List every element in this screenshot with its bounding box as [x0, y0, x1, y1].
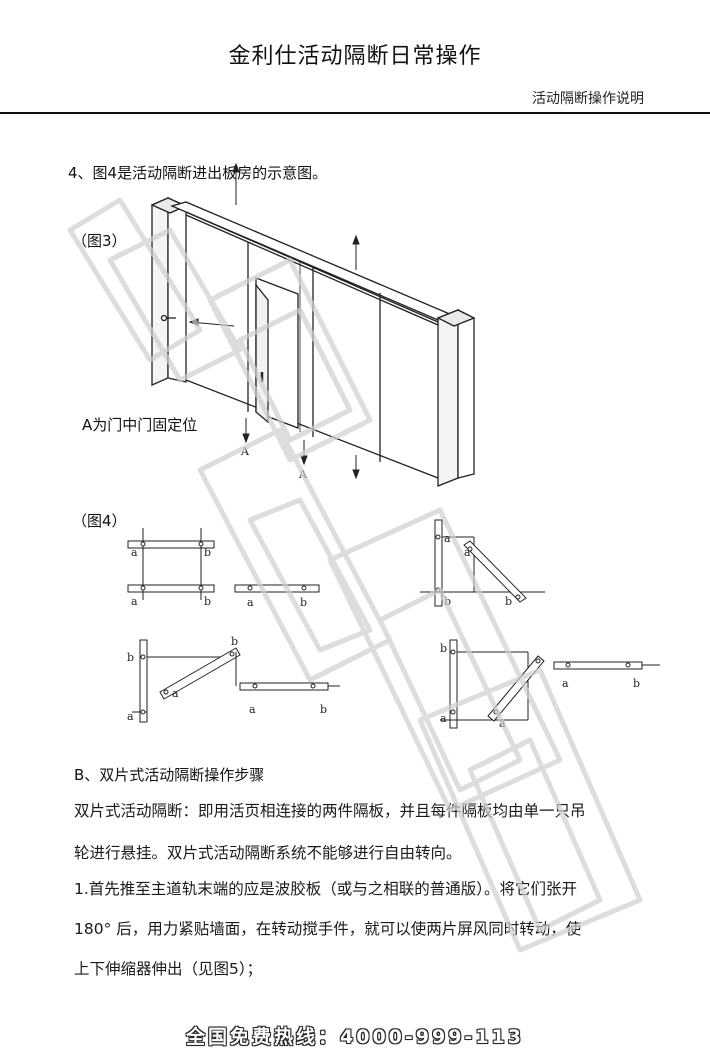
- label-b-9: b: [440, 642, 447, 655]
- label-b-10: b: [633, 677, 640, 690]
- label-b-3: b: [300, 596, 307, 609]
- label-a-3: a: [247, 596, 254, 609]
- para1-line1: 双片式活动隔断：即用活页相连接的两件隔板，并且每件隔板均由单一只吊: [74, 802, 586, 820]
- label-a-7: a: [127, 710, 134, 723]
- para2-line3: 上下伸缩器伸出（见图5）；: [74, 960, 263, 978]
- label-a-6: a: [172, 687, 179, 700]
- label-b-7: b: [231, 635, 238, 648]
- label-a-2: a: [131, 595, 138, 608]
- label-a-9: a: [440, 712, 447, 725]
- label-b-4: b: [444, 595, 451, 608]
- label-a-11: a: [562, 677, 569, 690]
- para1-line2: 轮进行悬挂。双片式活动隔断系统不能够进行自由转向。: [74, 844, 462, 862]
- para2-line2: 180° 后，用力紧贴墙面，在转动搅手件，就可以使两片屏风同时转动，使: [74, 920, 582, 938]
- page-title: 金利仕活动隔断日常操作: [228, 44, 482, 69]
- footer-hotline: 全国免费热线：4000-999-113: [186, 1026, 524, 1048]
- label-b-1: b: [204, 546, 211, 559]
- para2-line1: 1.首先推至主道轨末端的应是波胶板（或与之相联的普通版）。将它们张开: [74, 880, 578, 898]
- label-b-2: b: [204, 595, 211, 608]
- label-a-4: a: [444, 532, 451, 545]
- label-a-8: a: [249, 703, 256, 716]
- section-b-heading: B、双片式活动隔断操作步骤: [74, 766, 265, 784]
- door-fixed-label: A为门中门固定位: [82, 416, 198, 434]
- label-a-10: a: [499, 717, 506, 730]
- fig4-label: （图4）: [72, 512, 127, 530]
- label-b-5: b: [505, 595, 512, 608]
- label-a-5: a: [464, 546, 471, 559]
- header-divider: [0, 112, 710, 114]
- page-subtitle: 活动隔断操作说明: [532, 91, 644, 107]
- label-b-6: b: [127, 651, 134, 664]
- label-b-8: b: [320, 703, 327, 716]
- section4-heading: 4、图4是活动隔断进出板房的示意图。: [68, 164, 328, 182]
- label-a-1: a: [131, 546, 138, 559]
